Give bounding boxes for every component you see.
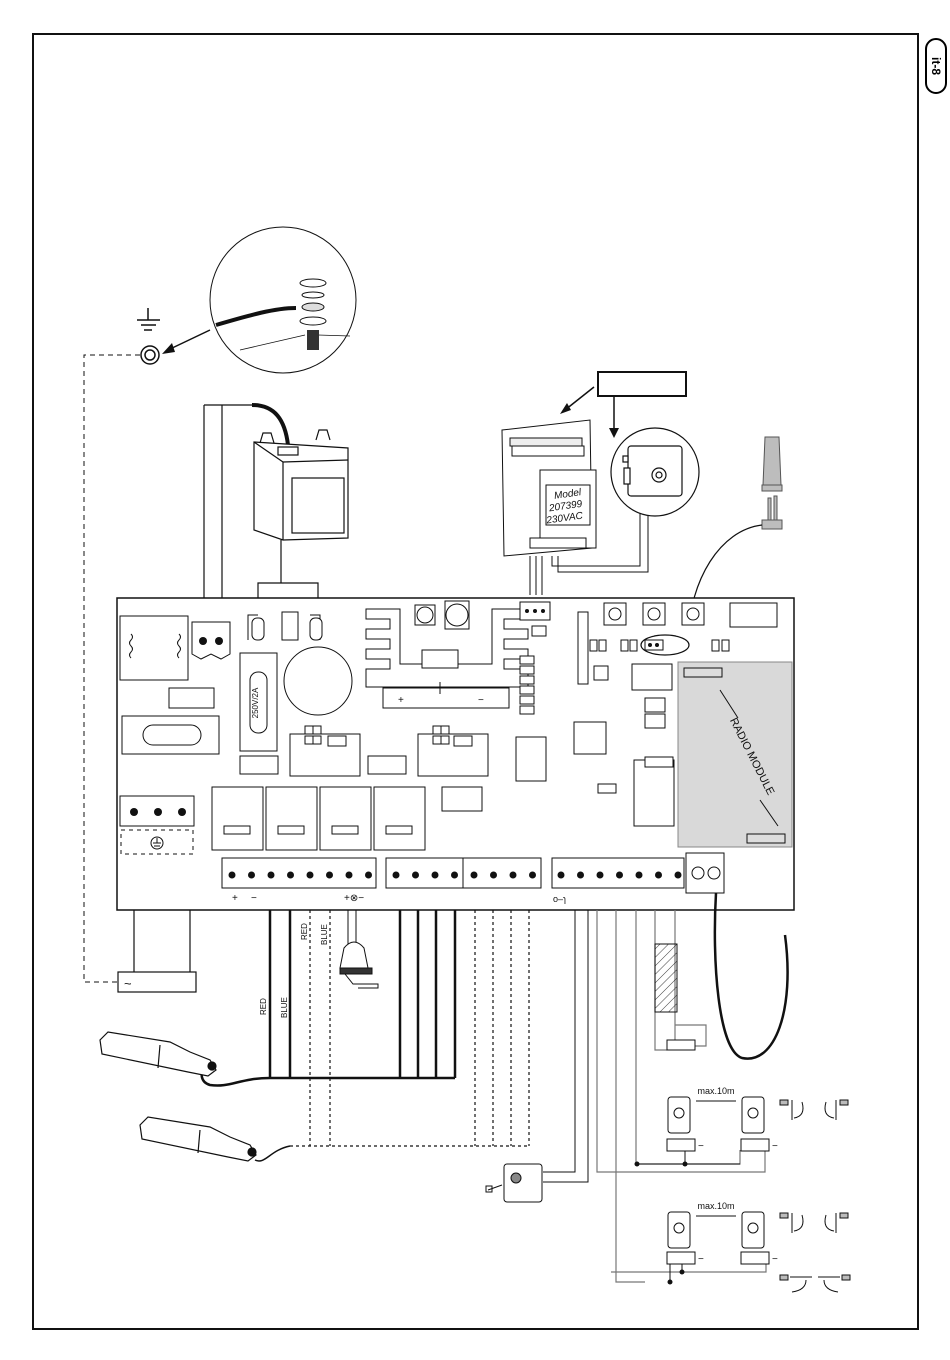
control-board — [117, 598, 794, 910]
wire-label-red-2: RED — [300, 923, 309, 940]
wire-label-blue-1: BLUE — [280, 997, 289, 1018]
terminal-screw — [393, 872, 400, 879]
key-switch-terminal-label: o‒ɿ — [553, 894, 566, 904]
callout-label-box — [598, 372, 686, 396]
terminal-screw — [529, 872, 536, 879]
transformer-device — [204, 405, 348, 600]
ground-symbol-icon — [137, 308, 160, 330]
motor-terminal-plus: + — [232, 893, 238, 904]
photocell-bottom-distance: max.10m — [697, 1201, 734, 1211]
terminal-screw — [616, 872, 623, 879]
terminal-screw — [268, 872, 275, 879]
terminal-screw — [432, 872, 439, 879]
terminal-screw — [558, 872, 565, 879]
junction-dot — [668, 1280, 673, 1285]
photocell-pair-top — [637, 1097, 769, 1164]
terminal-screw — [248, 872, 255, 879]
resistor-icon — [667, 1040, 695, 1050]
terminal-screw — [365, 872, 372, 879]
terminal-screw — [451, 872, 458, 879]
ground-detail-magnifier — [210, 227, 356, 373]
wire-label-red-1: RED — [259, 998, 268, 1015]
terminal-screw — [307, 872, 314, 879]
fuse-label: 250V/2A — [251, 687, 260, 718]
key-switch-icon — [486, 910, 588, 1202]
photocell-top-minus-1: − — [698, 1141, 704, 1152]
terminal-screw — [655, 872, 662, 879]
photocell-bottom-minus-2: − — [772, 1254, 778, 1265]
photocell-bottom-minus-1: − — [698, 1254, 704, 1265]
wire-label-blue-2: BLUE — [320, 924, 329, 945]
motor-terminal-minus: − — [251, 893, 257, 904]
terminal-screw — [597, 872, 604, 879]
terminal-screw — [326, 872, 333, 879]
cable-shield-hatched — [655, 944, 677, 1012]
antenna-cable — [715, 893, 788, 1059]
terminal-screw — [490, 872, 497, 879]
terminal-screw — [412, 872, 419, 879]
ground-stud-icon — [141, 346, 159, 364]
transformer-symbol: ~ — [124, 976, 132, 991]
lamp-terminal-label: +⊗− — [344, 893, 364, 904]
terminal-screw — [287, 872, 294, 879]
terminal-screw — [229, 872, 236, 879]
junction-dot — [635, 1162, 640, 1167]
jumper-cap-icon — [762, 437, 782, 529]
flashing-lamp-icon — [340, 910, 378, 988]
photocell-top-distance: max.10m — [697, 1086, 734, 1096]
photocell-top-minus-2: − — [772, 1141, 778, 1152]
motor2-cable — [255, 1146, 290, 1161]
terminal-screw — [675, 872, 682, 879]
heatsink-plus: + — [398, 695, 404, 706]
ground-arrow-icon — [162, 330, 210, 354]
terminal-screw — [577, 872, 584, 879]
junction-dot — [683, 1162, 688, 1167]
terminal-screw — [636, 872, 643, 879]
terminal-screw — [510, 872, 517, 879]
terminal-screw — [471, 872, 478, 879]
terminal-screw — [346, 872, 353, 879]
gate-motor-2-icon — [140, 1117, 256, 1161]
gate-closing-direction-icon — [780, 1213, 850, 1292]
gate-opening-direction-icon — [780, 1100, 848, 1120]
electric-lock-icon — [611, 428, 699, 516]
heatsink-minus: − — [478, 695, 484, 706]
gate-motor-1-icon — [100, 1032, 216, 1076]
junction-dot — [680, 1270, 685, 1275]
